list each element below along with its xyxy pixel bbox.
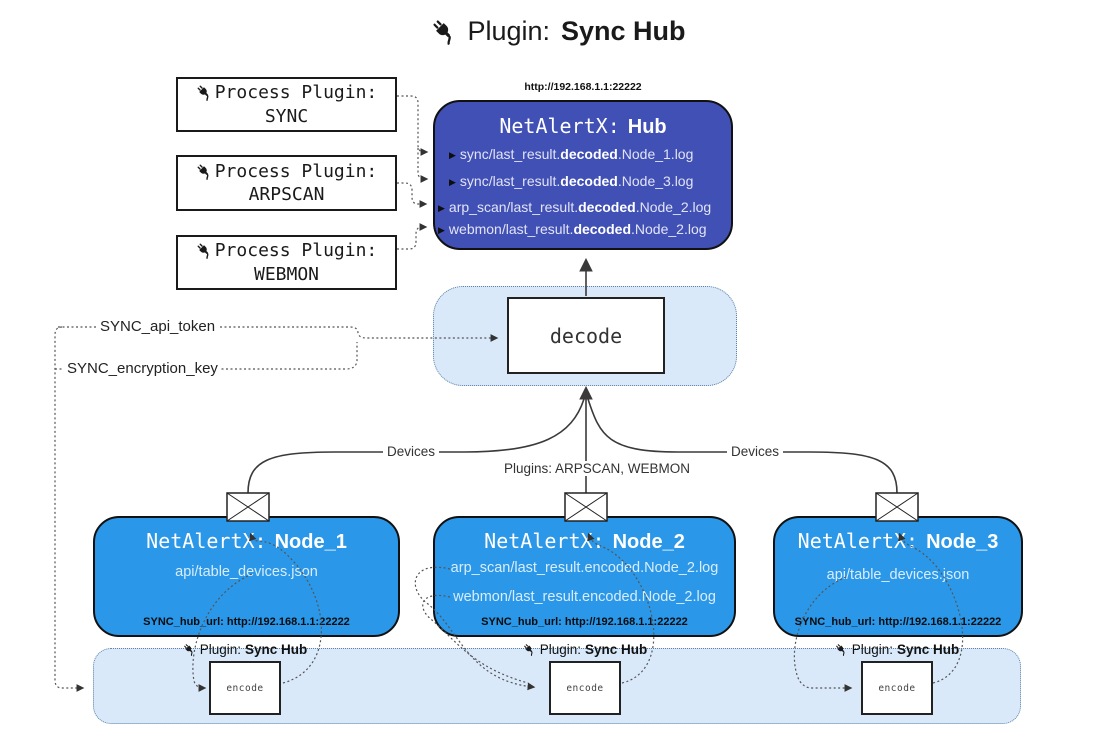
sync-encryption-key-label: SYNC_encryption_key: [64, 360, 221, 377]
hub-log-line: ▶sync/last_result.decoded.Node_1.log: [449, 146, 694, 162]
page-title-name: Sync Hub: [561, 16, 686, 46]
hub-log-line: ▶arp_scan/last_result.decoded.Node_2.log: [438, 199, 712, 215]
encode-plugin-label: Plugin:Sync Hub: [827, 642, 967, 657]
edge-label-devices-right: Devices: [727, 444, 784, 459]
encode-box: encode: [549, 661, 621, 715]
plug-icon: [196, 84, 213, 101]
connector-arpscan-to-log3: [397, 182, 428, 208]
encode-plugin-label: Plugin:Sync Hub: [175, 642, 315, 657]
page-title: Plugin: Sync Hub: [0, 16, 1117, 47]
arrow-right-icon: ▶: [449, 177, 456, 187]
encode-box: encode: [209, 661, 281, 715]
node-title: NetAlertX:Node_3: [797, 529, 999, 553]
node-file: api/table_devices.json: [175, 564, 318, 580]
encode-box: encode: [861, 661, 933, 715]
edge-label-plugins: Plugins: ARPSCAN, WEBMON: [500, 461, 695, 476]
arrow-right-icon: ▶: [449, 150, 456, 160]
connector-sync-to-log1: [397, 95, 429, 156]
hub-box: NetAlertX: Hub ▶sync/last_result.decoded.…: [433, 100, 733, 250]
process-plugin-label: Process Plugin:: [214, 240, 378, 262]
connector-webmon-to-log4: [397, 223, 428, 250]
encode-plugin-label: Plugin:Sync Hub: [515, 642, 655, 657]
node-box-node-1: NetAlertX:Node_1 api/table_devices.json …: [93, 516, 400, 637]
arrow-right-icon: ▶: [438, 225, 445, 235]
node-box-node-3: NetAlertX:Node_3 api/table_devices.json …: [773, 516, 1023, 637]
process-plugin-label: Process Plugin:: [214, 160, 378, 182]
connector-keys-to-encode-panel: [54, 326, 85, 692]
hub-title-prefix: NetAlertX:: [499, 114, 620, 138]
node-hub-url: SYNC_hub_url: http://192.168.1.1:22222: [143, 616, 350, 628]
plug-icon: [431, 18, 458, 45]
node-hub-url: SYNC_hub_url: http://192.168.1.1:22222: [794, 616, 1002, 628]
process-plugin-name: WEBMON: [253, 263, 320, 285]
node-title: NetAlertX:Node_1: [146, 529, 347, 553]
node-file: webmon/last_result.encoded.Node_2.log: [453, 589, 716, 605]
plug-icon: [196, 163, 213, 180]
process-plugin-box-arpscan: Process Plugin: ARPSCAN: [176, 155, 397, 211]
page-title-prefix: Plugin:: [467, 16, 551, 46]
process-plugin-name: SYNC: [264, 105, 309, 127]
connector-sync-to-log2: [417, 148, 429, 183]
node-file: api/table_devices.json: [826, 567, 970, 583]
hub-title: NetAlertX: Hub: [435, 114, 731, 139]
process-plugin-label: Process Plugin:: [214, 82, 378, 104]
edge-label-devices-left: Devices: [383, 444, 440, 459]
hub-log-line: ▶sync/last_result.decoded.Node_3.log: [449, 173, 694, 189]
node-file: arp_scan/last_result.encoded.Node_2.log: [450, 560, 719, 576]
node-box-node-2: NetAlertX:Node_2 arp_scan/last_result.en…: [433, 516, 736, 637]
plug-icon: [835, 643, 848, 656]
plug-icon: [183, 643, 196, 656]
hub-url-label: http://192.168.1.1:22222: [524, 81, 642, 93]
process-plugin-box-sync: Process Plugin: SYNC: [176, 77, 397, 132]
plug-icon: [523, 643, 536, 656]
plug-icon: [196, 242, 213, 259]
node-hub-url: SYNC_hub_url: http://192.168.1.1:22222: [481, 616, 688, 628]
arrow-right-icon: ▶: [438, 203, 445, 213]
process-plugin-box-webmon: Process Plugin: WEBMON: [176, 235, 397, 290]
sync-api-token-label: SYNC_api_token: [97, 318, 219, 335]
process-plugin-name: ARPSCAN: [248, 184, 325, 205]
hub-title-name: Hub: [627, 116, 667, 138]
node-title: NetAlertX:Node_2: [484, 529, 685, 553]
hub-log-line: ▶webmon/last_result.decoded.Node_2.log: [438, 221, 707, 237]
decode-box: decode: [507, 297, 665, 374]
